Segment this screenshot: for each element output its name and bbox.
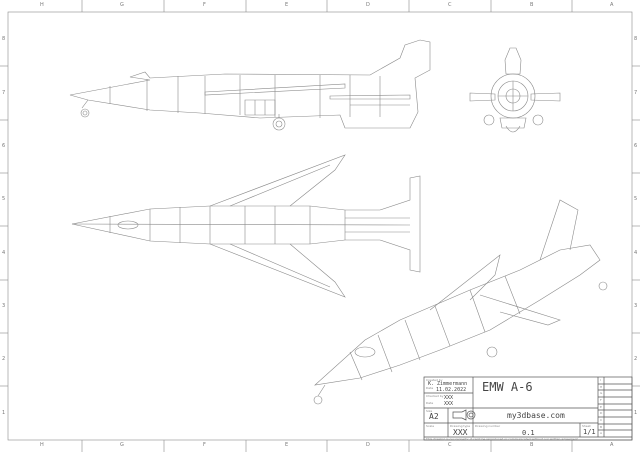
zone-label-col: B [530,442,534,448]
sheet-size: A2 [429,412,439,421]
zone-label-row: 6 [634,143,638,149]
zone-label-row: 6 [2,143,6,149]
zone-label-col: G [120,2,124,8]
drawing-number: 0.1 [522,429,535,437]
revision-label: C [600,418,603,422]
isometric-view [313,199,608,405]
zone-label-row: 4 [634,250,638,256]
revision-label: H [600,385,603,389]
zone-label-col: C [448,2,452,8]
zone-label-row: 5 [2,196,6,202]
size-label: Size [426,409,433,413]
footer-note: This drawing is our property; it can't b… [426,437,579,441]
front-view [469,47,561,133]
drawing-type: XXX [453,428,468,437]
zone-label-col: D [366,2,370,8]
scale-label: Scale [426,424,435,428]
zone-label-col: D [366,442,370,448]
projection-symbol [452,409,467,421]
drawing-title: EMW A-6 [482,380,533,394]
zone-label-col: E [285,2,289,8]
checked-by: XXX [444,395,454,401]
zone-label-col: F [203,442,206,448]
zone-label-row: 5 [634,196,638,202]
date-label: Date [426,386,434,390]
revision-label: D [600,411,603,415]
zone-label-col: G [120,442,124,448]
approved-label: Date [426,401,434,405]
checked-by-label: Checked by [426,394,444,398]
website: my3dbase.com [507,411,565,420]
sheet-number: 1/1 [583,428,596,436]
zone-label-row: 4 [2,250,6,256]
zone-label-col: A [610,442,614,448]
revision-label: I [600,378,601,382]
zone-label-row: 8 [634,36,638,42]
revision-label: F [600,398,602,402]
zone-label-row: 3 [634,303,638,309]
top-view [71,154,421,298]
zone-label-row: 1 [2,410,6,416]
side-view [69,39,431,131]
created-by: K. Zimmermann [428,381,468,387]
zone-label-col: E [285,442,289,448]
revision-label: A [600,431,603,435]
zone-label-row: 3 [2,303,6,309]
zone-label-col: F [203,2,206,8]
approved: XXX [444,401,454,407]
zone-label-row: 8 [2,36,6,42]
zone-label-row: 7 [2,90,6,96]
zone-label-col: H [40,2,44,8]
revision-label: B [600,425,603,429]
zone-label-row: 2 [634,356,638,362]
zone-label-col: B [530,2,534,8]
drawing-number-label: Drawing number [475,424,501,428]
date: 11.02.2022 [436,387,467,393]
zone-label-row: 2 [2,356,6,362]
created-by-label: Created by [426,378,443,382]
sheet-label: Sheet [582,424,591,428]
drawing-type-label: Drawing type [450,424,471,428]
title-block-lines [423,376,633,441]
zone-label-col: A [610,2,614,8]
zone-label-row: 7 [634,90,638,96]
zone-label-col: C [448,442,452,448]
zone-label-row: 1 [634,410,638,416]
revision-label: G [600,391,603,395]
revision-label: E [600,405,602,409]
zone-label-col: H [40,442,44,448]
